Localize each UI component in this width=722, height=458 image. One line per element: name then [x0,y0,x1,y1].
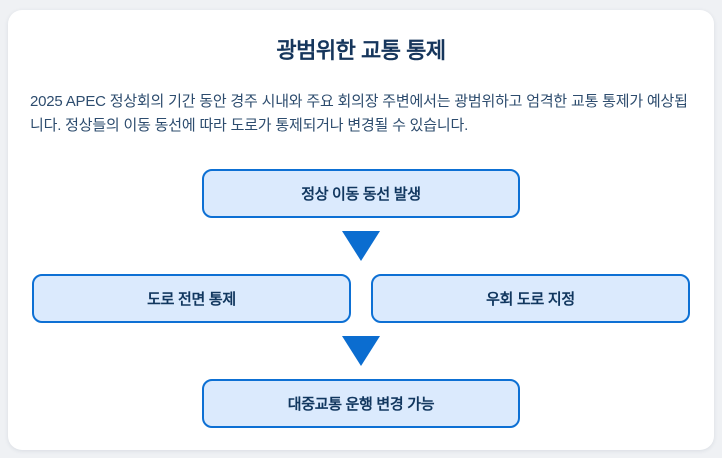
description-text: 2025 APEC 정상회의 기간 동안 경주 시내와 주요 회의장 주변에서는… [30,93,688,134]
flow-node-detour-designation: 우회 도로 지정 [371,274,690,323]
flow-node-transit-change: 대중교통 운행 변경 가능 [202,379,520,428]
arrow-down-icon [342,336,380,366]
traffic-control-card: 광범위한 교통 통제 2025 APEC 정상회의 기간 동안 경주 시내와 주… [8,10,714,450]
page-title: 광범위한 교통 통제 [276,38,446,63]
flow-branch-row: 도로 전면 통제 우회 도로 지정 [32,274,690,323]
flow-node-road-closure: 도로 전면 통제 [32,274,351,323]
flow-diagram: 정상 이동 동선 발생 도로 전면 통제 우회 도로 지정 대중교통 운행 변경… [32,169,690,428]
arrow-down-icon [342,231,380,261]
flow-node-summit-route: 정상 이동 동선 발생 [202,169,520,218]
